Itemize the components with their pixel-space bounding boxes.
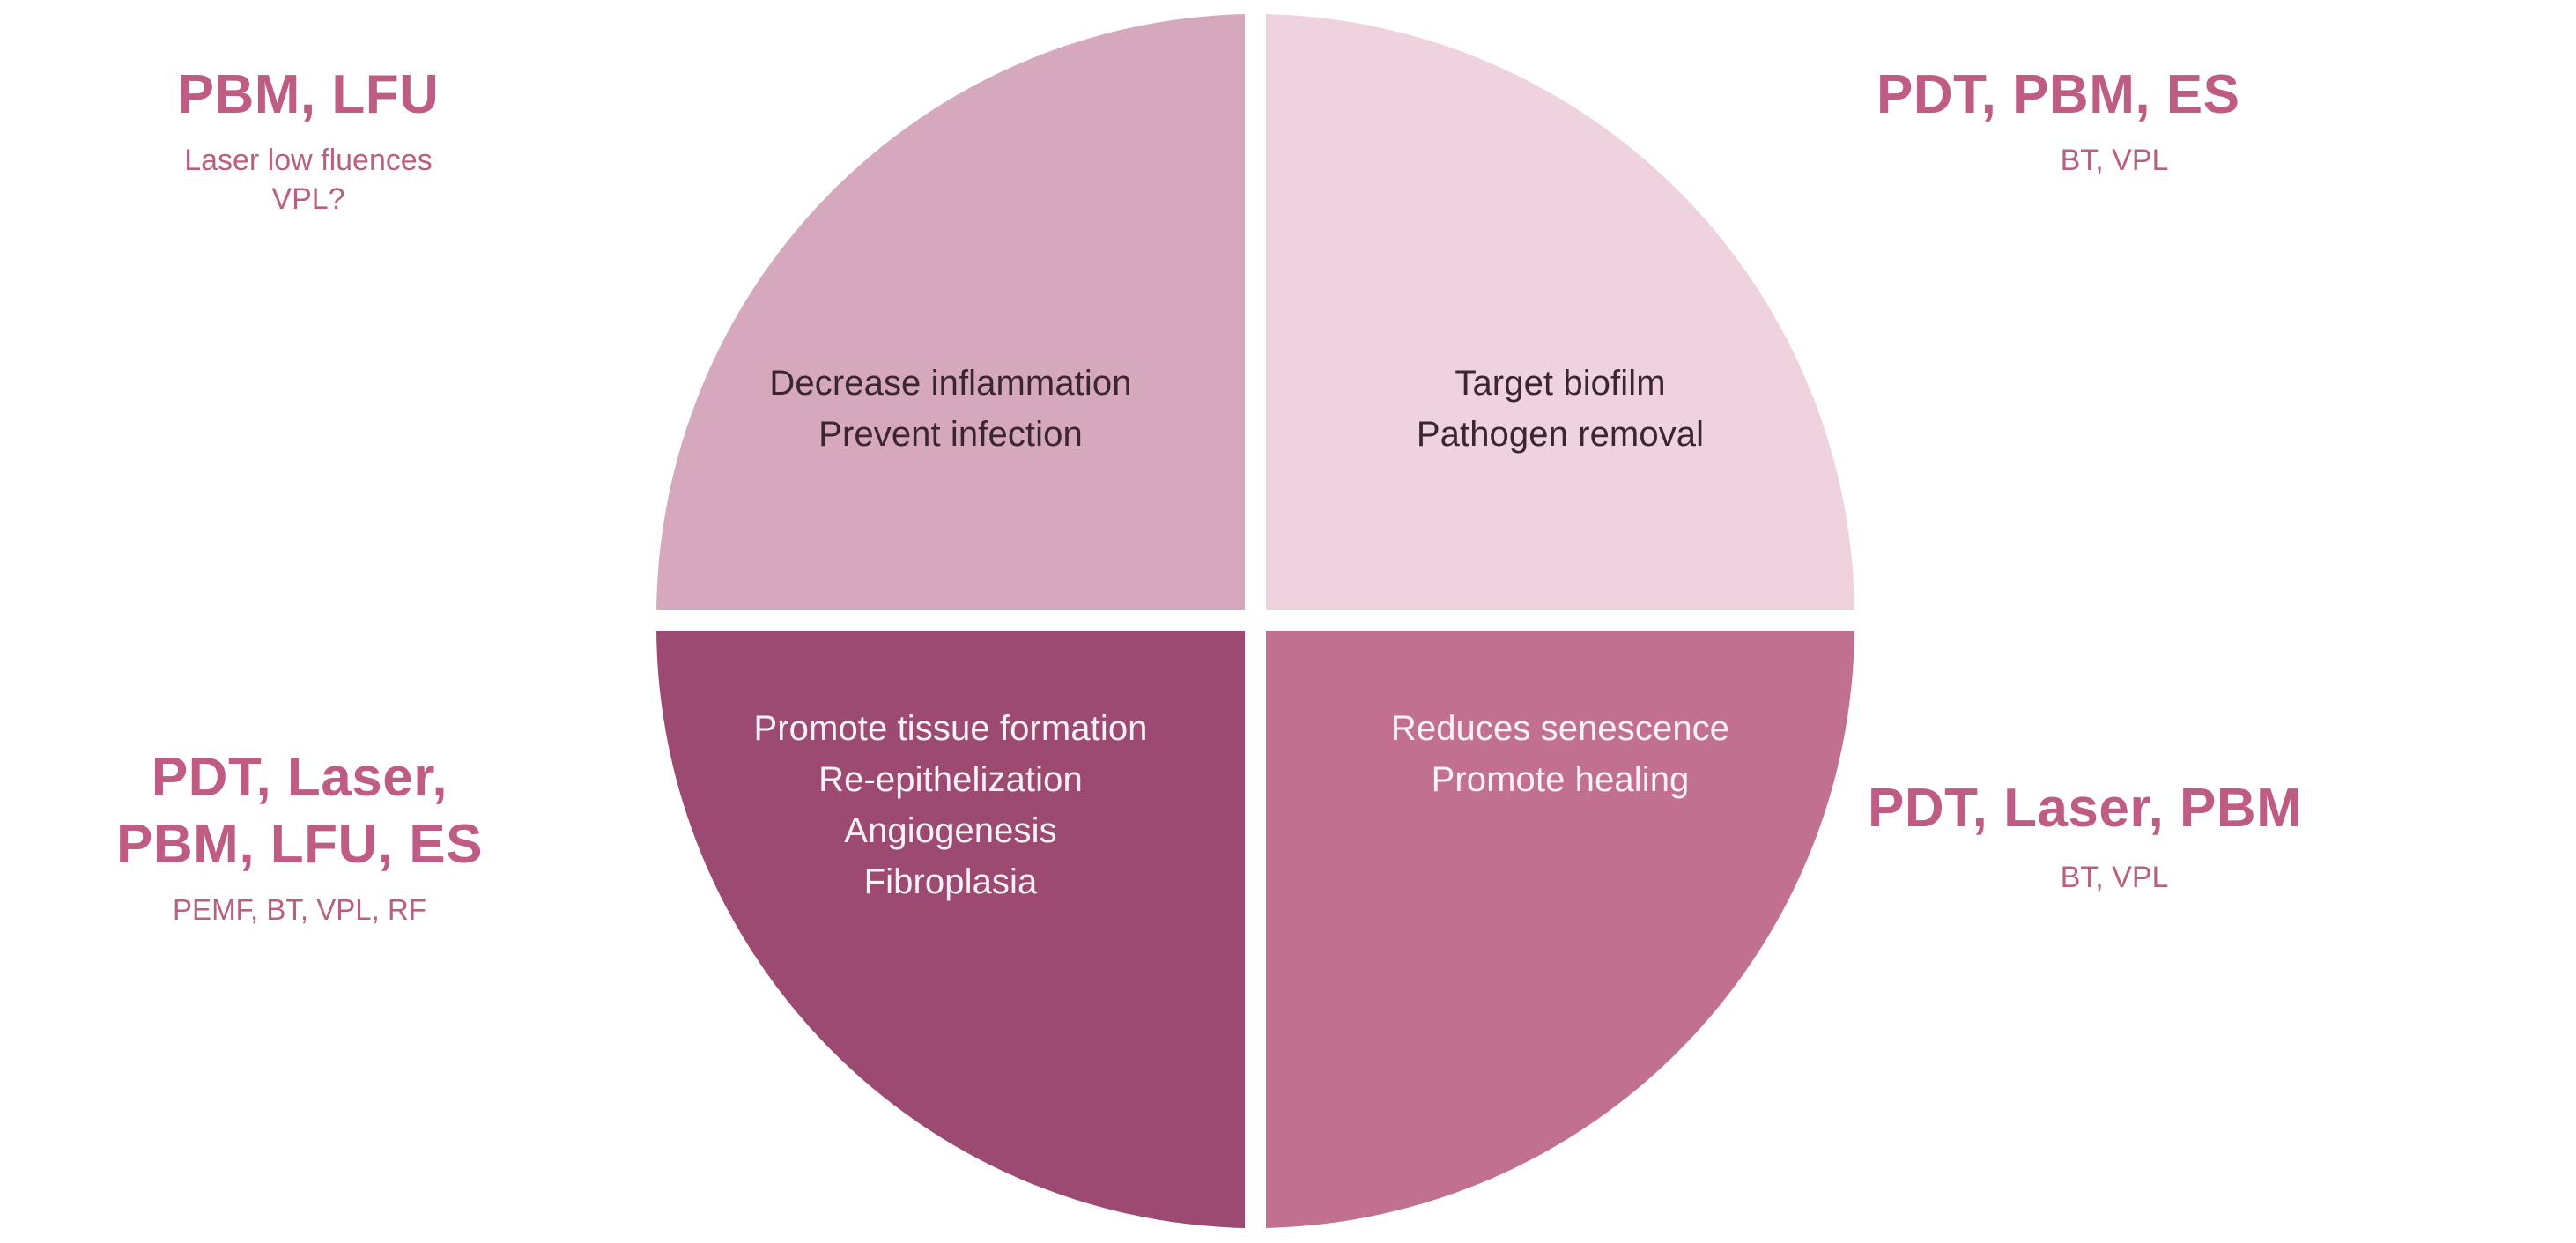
pie-slice-bottom-left[interactable] <box>656 629 1245 1228</box>
annotation-bottom-right: PDT, Laser, PBM BT, VPL <box>1868 775 2572 897</box>
slice-divider-horizontal <box>656 610 1854 631</box>
annotation-bottom-right-sub-line-1: BT, VPL <box>2060 860 2169 894</box>
pie-slice-top-right[interactable] <box>1266 14 1854 617</box>
annotation-bottom-left-sub-line-1: PEMF, BT, VPL, RF <box>173 893 426 927</box>
annotation-bottom-left-main: PDT, Laser, PBM, LFU, ES <box>9 744 590 877</box>
quadrant-pie-chart: Decrease inflammation Prevent infection … <box>656 9 1854 1233</box>
annotation-top-right-sub: BT, VPL <box>1876 141 2352 180</box>
annotation-top-right: PDT, PBM, ES BT, VPL <box>1876 62 2546 180</box>
pie-slice-bottom-right[interactable] <box>1266 629 1854 1228</box>
pie-slice-top-left[interactable] <box>656 14 1245 617</box>
annotation-top-left: PBM, LFU Laser low fluences VPL? <box>26 62 590 218</box>
annotation-top-left-sub-line-2: VPL? <box>271 181 345 216</box>
annotation-bottom-left: PDT, Laser, PBM, LFU, ES PEMF, BT, VPL, … <box>9 744 590 929</box>
annotation-top-right-sub-line-1: BT, VPL <box>2060 143 2169 177</box>
annotation-top-left-sub: Laser low fluences VPL? <box>26 141 590 218</box>
annotation-bottom-right-sub: BT, VPL <box>1868 858 2361 897</box>
annotation-top-left-main: PBM, LFU <box>177 64 440 125</box>
annotation-top-left-sub-line-1: Laser low fluences <box>184 143 433 177</box>
annotation-bottom-left-main-line-2: PBM, LFU, ES <box>116 813 483 875</box>
annotation-bottom-left-sub: PEMF, BT, VPL, RF <box>9 892 590 929</box>
annotation-bottom-right-main: PDT, Laser, PBM <box>1868 778 2303 839</box>
annotation-top-right-main: PDT, PBM, ES <box>1876 64 2240 125</box>
annotation-bottom-left-main-line-1: PDT, Laser, <box>151 747 448 808</box>
